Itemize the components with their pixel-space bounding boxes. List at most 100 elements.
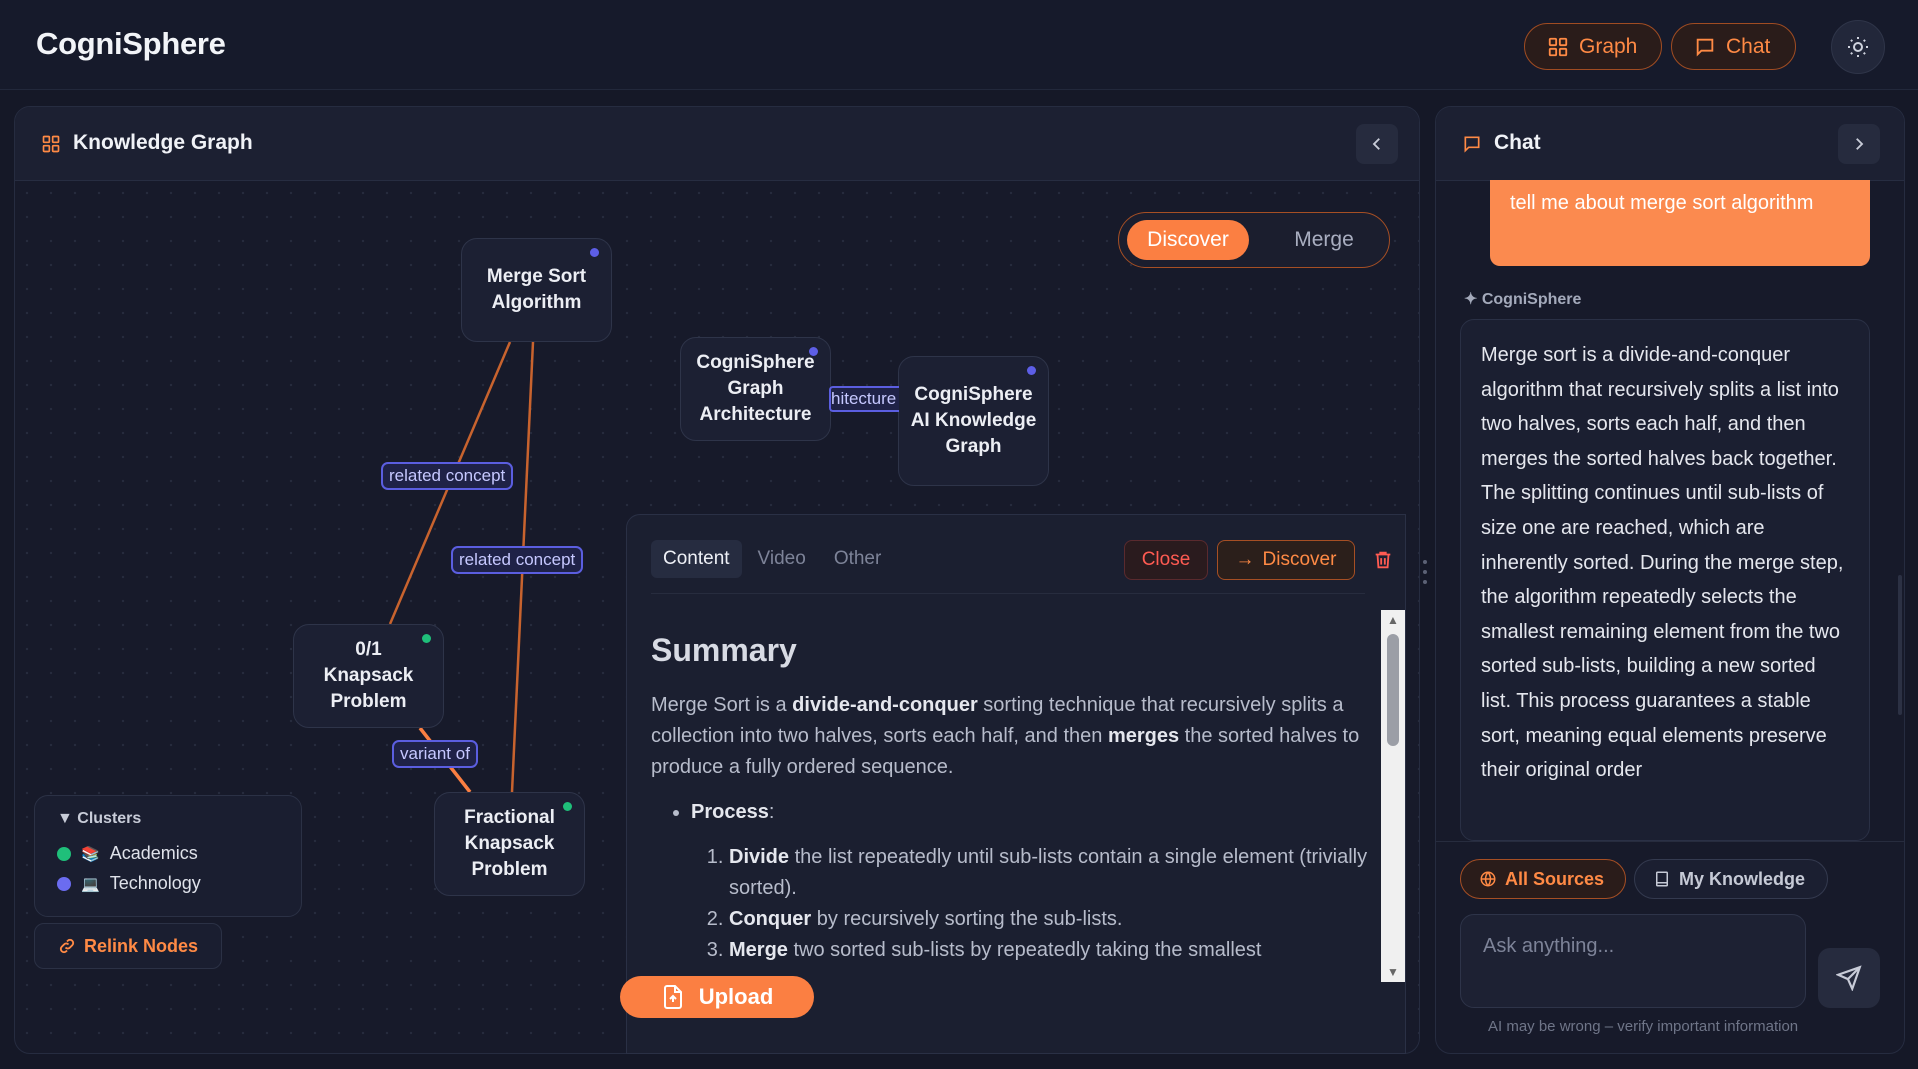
close-detail-button[interactable]: Close <box>1124 540 1208 580</box>
grid-icon <box>1548 37 1568 56</box>
trash-icon[interactable] <box>1372 548 1394 572</box>
node-cognisphere-architecture[interactable]: CogniSphere Graph Architecture <box>680 337 831 441</box>
scroll-thumb[interactable] <box>1387 634 1399 746</box>
cluster-dot <box>422 634 431 643</box>
my-knowledge-button[interactable]: My Knowledge <box>1634 859 1828 899</box>
steps-list: Divide the list repeatedly until sub-lis… <box>651 842 1371 966</box>
globe-icon <box>1480 871 1496 887</box>
node-fractional-knapsack[interactable]: Fractional Knapsack Problem <box>434 792 585 896</box>
send-button[interactable] <box>1818 948 1880 1008</box>
graph-view-button[interactable]: Graph <box>1524 23 1662 70</box>
edge-label: related concept <box>451 546 584 574</box>
sun-icon <box>1848 37 1868 57</box>
chat-panel-title: Chat <box>1494 131 1541 154</box>
edge-label: related concept <box>381 462 514 490</box>
cluster-label: Technology <box>109 873 201 893</box>
relink-nodes-button[interactable]: Relink Nodes <box>34 923 222 969</box>
disclaimer-text: AI may be wrong – verify important infor… <box>1488 1018 1799 1035</box>
cluster-dot <box>809 347 818 356</box>
books-icon: 📚 <box>81 845 100 863</box>
discover-button[interactable]: → Discover <box>1217 540 1355 580</box>
node-knapsack-01[interactable]: 0/1 Knapsack Problem <box>293 624 444 728</box>
summary-heading: Summary <box>651 635 797 668</box>
clusters-toggle[interactable]: ▼ Clusters <box>57 810 141 828</box>
graph-panel-title: Knowledge Graph <box>73 131 253 154</box>
theme-toggle-button[interactable] <box>1831 20 1885 74</box>
user-message: tell me about merge sort algorithm <box>1490 180 1870 266</box>
node-label: CogniSphere AI Knowledge Graph <box>910 384 1037 457</box>
chat-view-label: Chat <box>1726 34 1771 58</box>
my-knowledge-label: My Knowledge <box>1679 868 1806 889</box>
cluster-color-dot <box>57 846 71 861</box>
triangle-down-icon: ▼ <box>57 810 78 827</box>
send-icon <box>1836 965 1862 991</box>
list-item: Merge two sorted sub-lists by repeatedly… <box>729 935 1371 966</box>
assistant-name: ✦ CogniSphere <box>1464 291 1582 308</box>
upload-button[interactable]: Upload <box>620 976 814 1018</box>
cluster-item-technology[interactable]: 💻 Technology <box>57 873 201 894</box>
tab-video[interactable]: Video <box>757 548 806 569</box>
book-icon <box>1656 871 1668 887</box>
node-label: Merge Sort Algorithm <box>486 266 587 313</box>
cluster-label: Academics <box>109 843 198 863</box>
merge-mode-button[interactable]: Merge <box>1294 228 1354 251</box>
detail-tabs: Content Video Other <box>651 540 893 578</box>
detail-content: Summary Merge Sort is a divide-and-conqu… <box>651 635 1371 1005</box>
list-item: Divide the list repeatedly until sub-lis… <box>729 842 1371 904</box>
assistant-message: Merge sort is a divide-and-conquer algor… <box>1460 319 1870 841</box>
node-cognisphere-ai[interactable]: CogniSphere AI Knowledge Graph <box>898 356 1049 486</box>
cluster-dot <box>590 248 599 257</box>
tab-content[interactable]: Content <box>651 540 742 578</box>
link-icon <box>59 938 75 954</box>
file-upload-icon <box>663 985 682 1009</box>
clusters-legend: ▼ Clusters 📚 Academics 💻 Technology <box>34 795 302 917</box>
laptop-icon: 💻 <box>81 875 100 893</box>
detail-scrollbar[interactable]: ▲ ▼ <box>1381 610 1405 982</box>
discover-label: Discover <box>1262 549 1337 570</box>
cluster-item-academics[interactable]: 📚 Academics <box>57 843 198 864</box>
node-label: CogniSphere Graph Architecture <box>696 352 815 425</box>
chat-input[interactable]: Ask anything... <box>1460 914 1806 1008</box>
graph-panel-header: Knowledge Graph <box>15 107 1419 181</box>
upload-label: Upload <box>698 984 774 1009</box>
node-label: Fractional Knapsack Problem <box>464 807 555 880</box>
summary-paragraph: Merge Sort is a divide-and-conquer sorti… <box>651 694 1360 778</box>
clusters-title: Clusters <box>77 810 142 827</box>
scroll-up-icon[interactable]: ▲ <box>1387 613 1399 627</box>
scroll-down-icon[interactable]: ▼ <box>1387 965 1399 979</box>
all-sources-button[interactable]: All Sources <box>1460 859 1626 899</box>
chevron-left-icon <box>1372 138 1380 150</box>
divider <box>651 593 1365 594</box>
relink-label: Relink Nodes <box>83 935 199 956</box>
cluster-dot <box>1027 366 1036 375</box>
top-bar: CogniSphere Graph Chat <box>0 0 1918 90</box>
chat-view-button[interactable]: Chat <box>1671 23 1796 70</box>
edge-label: variant of <box>392 740 478 768</box>
app-title: CogniSphere <box>36 26 226 61</box>
divider <box>1436 841 1904 842</box>
cluster-color-dot <box>57 876 71 891</box>
message-icon <box>1464 136 1480 153</box>
mode-toggle: Discover Merge <box>1118 212 1390 268</box>
grid-icon <box>42 135 60 153</box>
edge-label: hitecture <box>829 386 899 412</box>
node-detail-panel: Content Video Other Close → Discover Sum… <box>626 514 1406 1054</box>
all-sources-label: All Sources <box>1505 868 1605 889</box>
list-item: Process: <box>691 797 1371 828</box>
arrow-right-icon: → <box>1235 549 1255 570</box>
panel-resize-handle[interactable] <box>1423 560 1427 604</box>
cluster-dot <box>563 802 572 811</box>
collapse-graph-button[interactable] <box>1356 124 1398 164</box>
chat-panel-header: Chat <box>1436 107 1904 181</box>
chevron-right-icon <box>1856 138 1864 150</box>
discover-mode-button[interactable]: Discover <box>1127 220 1249 260</box>
list-item: Conquer by recursively sorting the sub-l… <box>729 904 1371 935</box>
tab-other[interactable]: Other <box>833 548 882 569</box>
node-merge-sort[interactable]: Merge Sort Algorithm <box>461 238 612 342</box>
collapse-chat-button[interactable] <box>1838 124 1880 164</box>
node-label: 0/1 Knapsack Problem <box>323 639 414 712</box>
graph-view-label: Graph <box>1579 34 1638 58</box>
message-icon <box>1696 38 1714 57</box>
process-list: Process: <box>651 797 1371 828</box>
chat-scrollbar[interactable] <box>1898 575 1902 715</box>
